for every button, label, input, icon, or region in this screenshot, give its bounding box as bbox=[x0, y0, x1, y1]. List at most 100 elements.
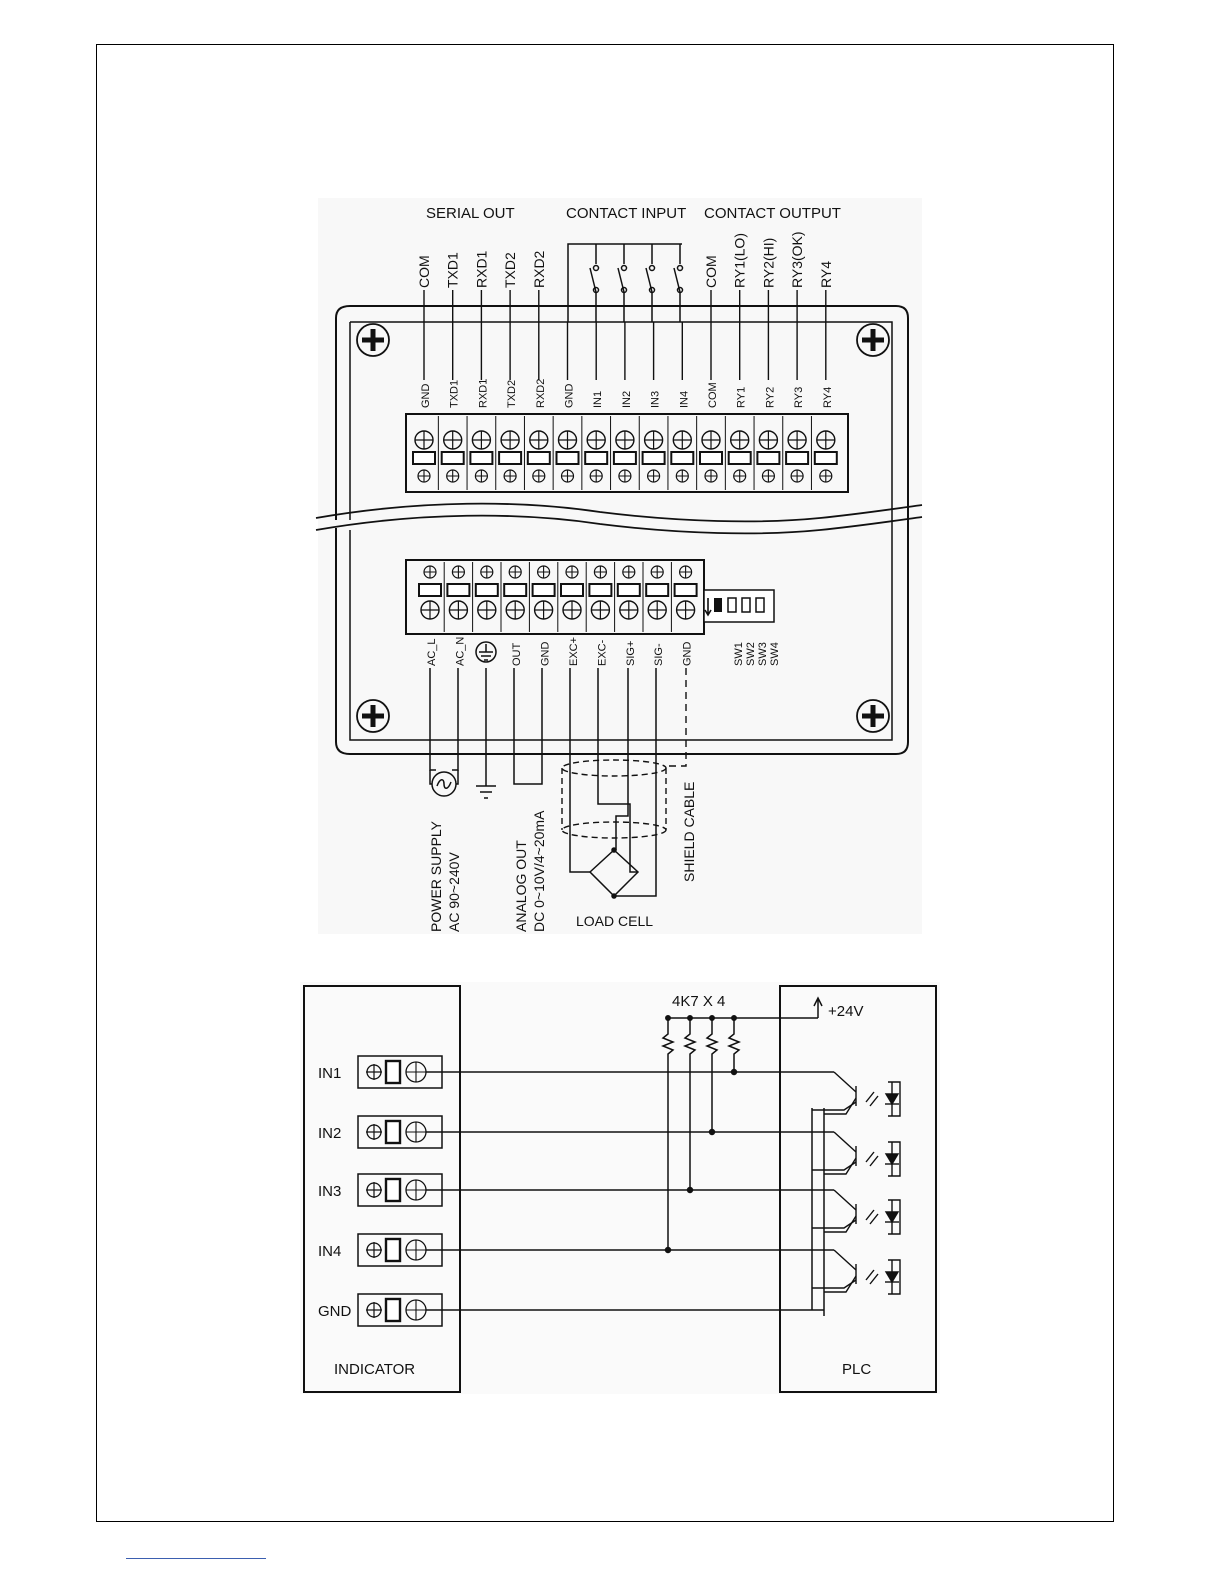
wire-label: RY3(OK) bbox=[789, 231, 805, 288]
terminal-screw bbox=[581, 322, 609, 490]
terminal-screw bbox=[523, 290, 551, 490]
screw-icon bbox=[856, 699, 890, 733]
terminal-screw bbox=[753, 290, 781, 490]
analog-out-range: DC 0~10V/4~20mA bbox=[531, 810, 547, 932]
wire-label: COM bbox=[416, 255, 432, 288]
terminal-screw bbox=[782, 290, 810, 490]
terminal-label: IN2 bbox=[621, 391, 633, 408]
dip-switch-labels: SW1 SW2 SW3 SW4 bbox=[733, 642, 781, 666]
upper-terminal-block bbox=[405, 413, 849, 493]
break-line-lower bbox=[315, 514, 923, 535]
indicator-box bbox=[303, 985, 461, 1393]
input-label: GND bbox=[318, 1303, 352, 1320]
terminal-screw bbox=[472, 562, 499, 632]
terminal-screw bbox=[528, 562, 556, 632]
terminal-label: GND bbox=[420, 384, 432, 409]
analog-out-caption: ANALOG OUT bbox=[513, 840, 529, 932]
terminal-screw bbox=[443, 562, 471, 632]
analog-out-wiring bbox=[513, 668, 543, 785]
terminal-label: IN3 bbox=[650, 391, 662, 408]
power-wiring bbox=[429, 668, 459, 797]
terminal-screw bbox=[552, 322, 580, 490]
terminal-label: IN4 bbox=[678, 391, 690, 408]
wire-label: TXD1 bbox=[445, 252, 461, 288]
terminal-label: AC_N bbox=[454, 637, 466, 666]
plc-label: PLC bbox=[842, 1361, 871, 1378]
optocoupler-icon bbox=[812, 1071, 901, 1117]
wire-label: RXD1 bbox=[473, 250, 489, 288]
terminal-label: RXD2 bbox=[535, 379, 547, 408]
terminal-screw bbox=[437, 290, 465, 490]
svg-text:SW4: SW4 bbox=[769, 642, 781, 666]
terminal-label: SIG- bbox=[653, 643, 665, 666]
terminal-screw bbox=[412, 290, 436, 483]
shield-cable-caption: SHIELD CABLE bbox=[681, 782, 697, 882]
device-housing-bottom bbox=[335, 520, 909, 755]
page-frame bbox=[96, 44, 1114, 1522]
terminal-label: EXC- bbox=[596, 639, 608, 666]
screw-icon bbox=[356, 699, 390, 733]
svg-text:SW3: SW3 bbox=[757, 642, 769, 666]
terminal-label: RY4 bbox=[822, 387, 834, 408]
load-cell-caption: LOAD CELL bbox=[576, 913, 653, 929]
input-row: IN1 bbox=[318, 1055, 834, 1089]
plc-box bbox=[779, 985, 937, 1393]
terminal-screw bbox=[418, 565, 442, 620]
terminal-label: TXD1 bbox=[449, 380, 461, 408]
top-diagram-background bbox=[318, 198, 922, 934]
resistor-label: 4K7 X 4 bbox=[672, 993, 725, 1010]
break-line-upper bbox=[315, 502, 923, 523]
input-row: IN2 bbox=[318, 1115, 834, 1149]
terminal-label: SIG+ bbox=[625, 641, 637, 666]
footer-link-underline bbox=[126, 1558, 266, 1559]
input-row: IN4 bbox=[318, 1233, 834, 1267]
terminal-screw bbox=[638, 322, 666, 490]
wire-label: TXD2 bbox=[502, 252, 518, 288]
terminal-label: COM bbox=[707, 382, 719, 408]
input-label: IN2 bbox=[318, 1125, 341, 1142]
input-label: IN4 bbox=[318, 1243, 341, 1260]
optocoupler-icon bbox=[812, 1189, 901, 1235]
terminal-screw bbox=[500, 562, 528, 632]
terminal-screw bbox=[724, 290, 752, 490]
terminal-screw bbox=[642, 562, 670, 632]
input-row: IN3 bbox=[318, 1173, 834, 1207]
wire-label: COM bbox=[703, 255, 719, 288]
terminal-screw bbox=[810, 290, 838, 490]
upper-terminal-group bbox=[412, 290, 838, 490]
terminal-label: RY3 bbox=[793, 387, 805, 408]
device-housing-inner-bottom bbox=[349, 530, 893, 741]
svg-text:SW2: SW2 bbox=[745, 642, 757, 666]
header-serial-out: SERIAL OUT bbox=[426, 205, 515, 222]
terminal-screw bbox=[557, 562, 584, 632]
svg-text:SW1: SW1 bbox=[733, 642, 745, 666]
supply-label: +24V bbox=[828, 1003, 863, 1020]
input-label: IN3 bbox=[318, 1183, 341, 1200]
plc-common-bus bbox=[811, 1108, 825, 1316]
earth-ground-icon bbox=[475, 641, 497, 799]
lower-terminal-group bbox=[418, 562, 698, 632]
terminal-label: GND bbox=[540, 642, 552, 667]
terminal-label: OUT bbox=[511, 643, 523, 667]
terminal-screw bbox=[667, 322, 695, 490]
indicator-label: INDICATOR bbox=[334, 1361, 415, 1378]
lower-terminal-labels: AC_L AC_N OUT GND EXC+ EXC- SIG+ SIG- GND bbox=[426, 637, 694, 666]
optocoupler-icon bbox=[812, 1249, 901, 1295]
power-supply-caption: POWER SUPPLY bbox=[428, 820, 444, 932]
input-label: IN1 bbox=[318, 1065, 341, 1082]
terminal-label: EXC+ bbox=[568, 637, 580, 666]
supply-arrow-icon bbox=[813, 996, 823, 1018]
terminal-label: TXD2 bbox=[506, 380, 518, 408]
header-contact-input: CONTACT INPUT bbox=[566, 205, 686, 222]
terminal-label: GND bbox=[682, 642, 694, 667]
terminal-label: AC_L bbox=[426, 638, 438, 666]
device-housing-inner-top bbox=[349, 321, 893, 530]
terminal-label: RY2 bbox=[764, 387, 776, 408]
screw-icon bbox=[356, 323, 390, 357]
header-contact-output: CONTACT OUTPUT bbox=[704, 205, 841, 222]
plc-optocouplers bbox=[812, 1071, 901, 1295]
terminal-label: IN1 bbox=[592, 391, 604, 408]
device-housing-top bbox=[335, 305, 909, 520]
